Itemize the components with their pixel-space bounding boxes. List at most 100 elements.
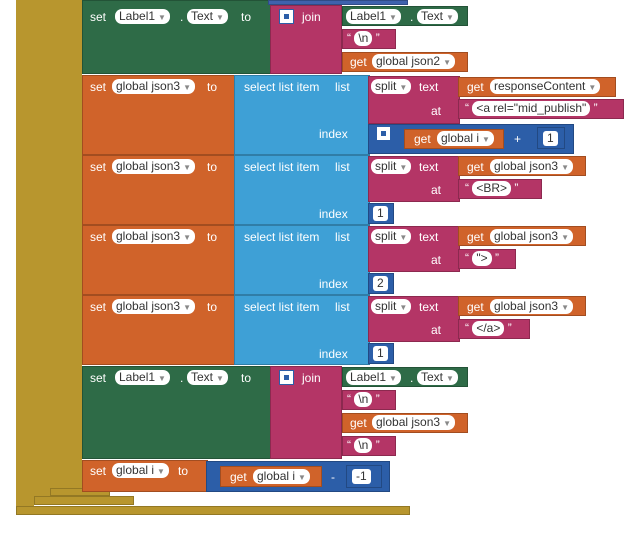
variable-dropdown[interactable]: global json3▼ — [112, 229, 195, 244]
index-keyword: index — [319, 207, 348, 221]
text-keyword: text — [419, 300, 439, 314]
dot-separator: . — [410, 10, 414, 24]
to-keyword: to — [207, 300, 218, 314]
gt-string[interactable]: “ "> ” — [465, 251, 499, 266]
chevron-down-icon: ▼ — [446, 13, 454, 22]
set-keyword: set — [90, 10, 107, 24]
variable-dropdown[interactable]: responseContent▼ — [490, 79, 601, 94]
list-keyword: list — [335, 300, 350, 314]
chevron-down-icon: ▼ — [158, 13, 166, 22]
split-dropdown[interactable]: split▼ — [371, 79, 412, 94]
at-keyword: at — [431, 183, 442, 197]
number-one[interactable]: 1 — [543, 131, 558, 146]
variable-dropdown[interactable]: global json3▼ — [112, 299, 195, 314]
chevron-down-icon: ▼ — [446, 374, 454, 383]
number-one[interactable]: 1 — [373, 346, 388, 361]
get-keyword: get — [467, 80, 484, 94]
number-one[interactable]: 1 — [373, 206, 388, 221]
minus-operator: - — [331, 470, 335, 484]
select-list-item-keyword: select list item — [244, 160, 320, 174]
variable-dropdown[interactable]: global json3▼ — [112, 159, 195, 174]
number-two[interactable]: 2 — [373, 276, 388, 291]
to-keyword: to — [207, 80, 218, 94]
property-dropdown[interactable]: Text▼ — [417, 370, 458, 385]
get-keyword: get — [467, 160, 484, 174]
chevron-down-icon: ▼ — [399, 303, 408, 312]
chevron-down-icon: ▼ — [183, 233, 191, 242]
set-keyword: set — [90, 160, 107, 174]
get-keyword: get — [350, 416, 367, 430]
chevron-down-icon: ▼ — [183, 163, 191, 172]
variable-dropdown[interactable]: global json3▼ — [112, 79, 195, 94]
split-dropdown[interactable]: split▼ — [371, 229, 412, 244]
chevron-down-icon: ▼ — [561, 303, 569, 312]
set-keyword: set — [90, 464, 107, 478]
chevron-down-icon: ▼ — [561, 233, 569, 242]
to-keyword: to — [241, 371, 252, 385]
chevron-down-icon: ▼ — [157, 467, 165, 476]
variable-dropdown[interactable]: global json2▼ — [372, 54, 455, 69]
select-list-item-keyword: select list item — [244, 230, 320, 244]
at-keyword: at — [431, 253, 442, 267]
to-keyword: to — [207, 160, 218, 174]
component-dropdown[interactable]: Label1▼ — [115, 370, 170, 385]
property-dropdown[interactable]: Text▼ — [187, 370, 228, 385]
component-dropdown[interactable]: Label1▼ — [346, 9, 401, 24]
chevron-down-icon: ▼ — [399, 83, 408, 92]
outer-loop-frame — [16, 0, 34, 512]
variable-dropdown[interactable]: global json3▼ — [490, 299, 573, 314]
get-keyword: get — [350, 55, 367, 69]
select-list-item-keyword: select list item — [244, 300, 320, 314]
mutator-gear-icon[interactable] — [376, 126, 391, 141]
outer-loop-bottom — [16, 506, 410, 515]
list-keyword: list — [335, 230, 350, 244]
newline-string[interactable]: “ \n ” — [347, 31, 380, 46]
to-keyword: to — [241, 10, 252, 24]
chevron-down-icon: ▼ — [399, 233, 408, 242]
variable-dropdown[interactable]: global i▼ — [253, 469, 310, 484]
component-dropdown[interactable]: Label1▼ — [346, 370, 401, 385]
get-keyword: get — [467, 300, 484, 314]
to-keyword: to — [178, 464, 189, 478]
get-keyword: get — [467, 230, 484, 244]
at-keyword: at — [431, 104, 442, 118]
dot-separator: . — [180, 10, 184, 24]
br-string[interactable]: “ <BR> ” — [465, 181, 519, 196]
join-keyword: join — [302, 10, 321, 24]
index-keyword: index — [319, 127, 348, 141]
chevron-down-icon: ▼ — [298, 473, 306, 482]
dot-separator: . — [180, 371, 184, 385]
index-keyword: index — [319, 347, 348, 361]
split-dropdown[interactable]: split▼ — [371, 159, 412, 174]
dot-separator: . — [410, 371, 414, 385]
a-rel-string[interactable]: “ <a rel="mid_publish" ” — [465, 101, 598, 116]
set-keyword: set — [90, 230, 107, 244]
mutator-gear-icon[interactable] — [279, 9, 294, 24]
innermost-loop-bottom — [50, 488, 110, 496]
at-keyword: at — [431, 323, 442, 337]
split-dropdown[interactable]: split▼ — [371, 299, 412, 314]
get-keyword: get — [414, 132, 431, 146]
property-dropdown[interactable]: Text▼ — [417, 9, 458, 24]
chevron-down-icon: ▼ — [561, 163, 569, 172]
component-dropdown[interactable]: Label1▼ — [115, 9, 170, 24]
list-keyword: list — [335, 160, 350, 174]
chevron-down-icon: ▼ — [183, 303, 191, 312]
variable-dropdown[interactable]: global json3▼ — [372, 415, 455, 430]
newline-string[interactable]: “ \n ” — [347, 438, 380, 453]
set-keyword: set — [90, 300, 107, 314]
join-keyword: join — [302, 371, 321, 385]
close-a-string[interactable]: “ </a> ” — [465, 321, 512, 336]
property-dropdown[interactable]: Text▼ — [187, 9, 228, 24]
variable-dropdown[interactable]: global json3▼ — [490, 229, 573, 244]
chevron-down-icon: ▼ — [482, 135, 490, 144]
variable-dropdown[interactable]: global i▼ — [437, 131, 494, 146]
chevron-down-icon: ▼ — [183, 83, 191, 92]
newline-string[interactable]: “ \n ” — [347, 392, 380, 407]
mutator-gear-icon[interactable] — [279, 370, 294, 385]
set-keyword: set — [90, 80, 107, 94]
variable-dropdown[interactable]: global json3▼ — [490, 159, 573, 174]
plus-operator: + — [514, 132, 522, 146]
number-minus-one[interactable]: -1 — [352, 469, 371, 484]
variable-dropdown[interactable]: global i▼ — [112, 463, 169, 478]
